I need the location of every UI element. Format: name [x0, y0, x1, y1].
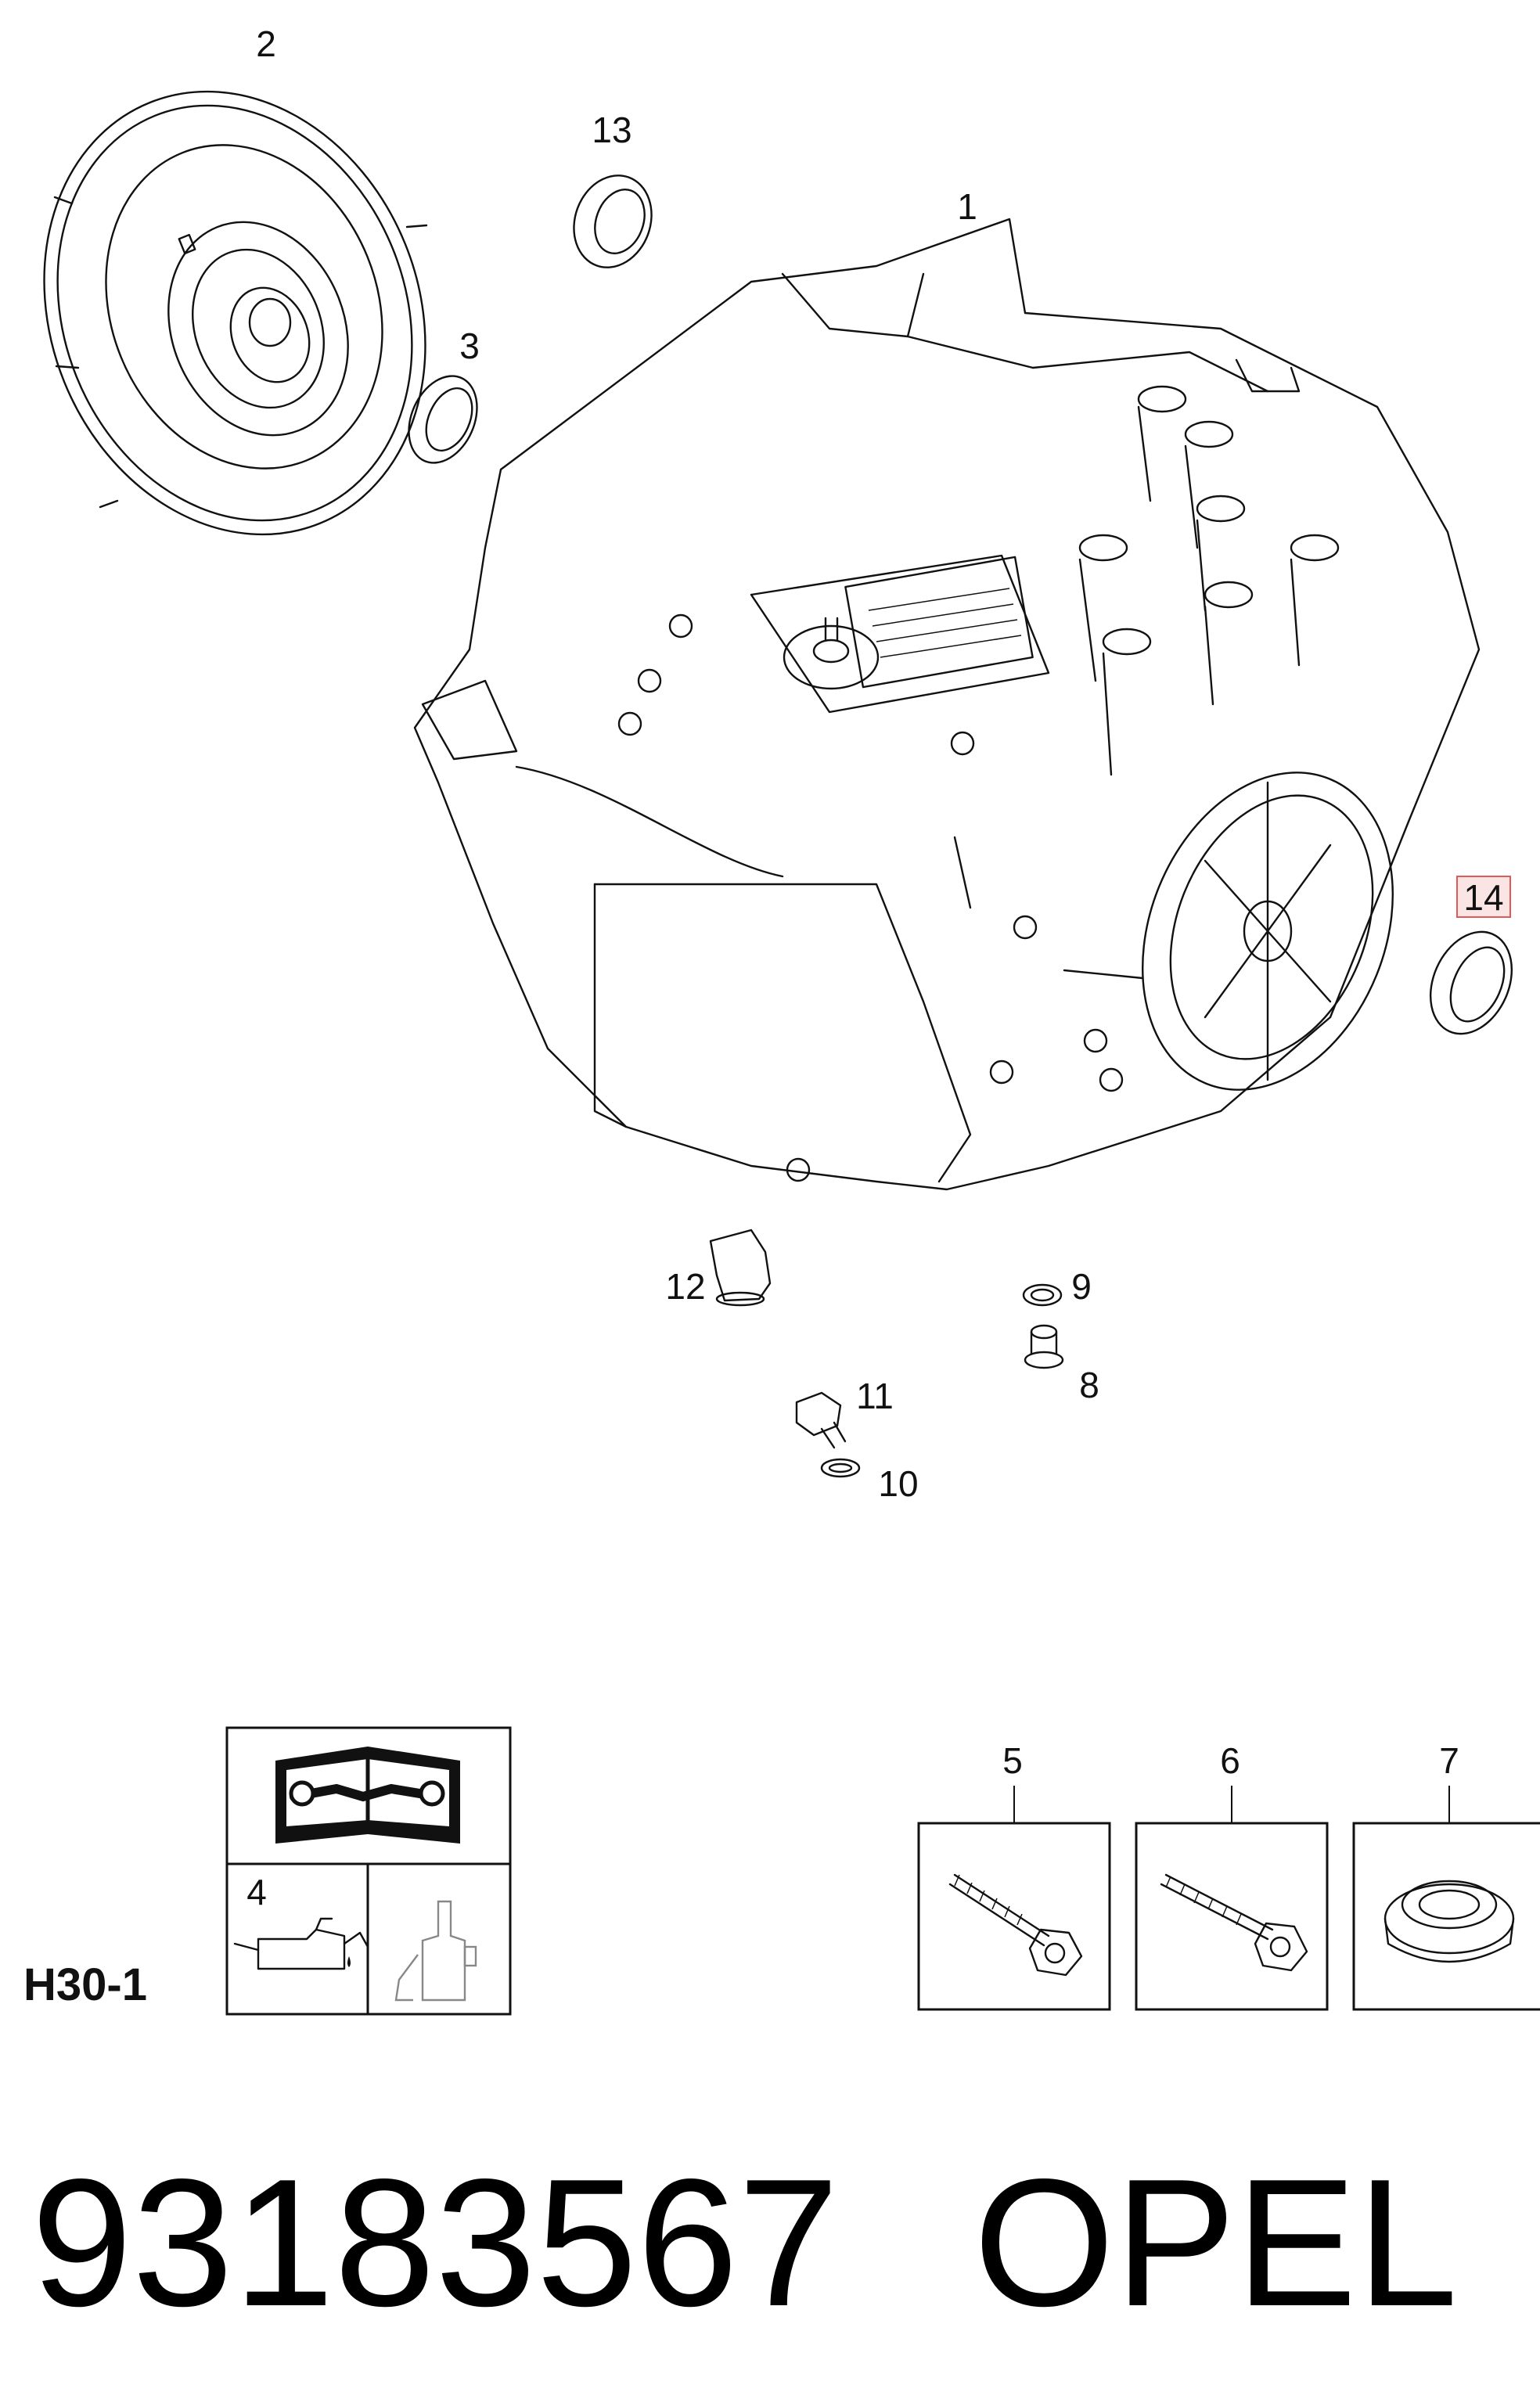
callout-4: 4 [246, 1872, 267, 1912]
part-7-box [1352, 1786, 1540, 2011]
callout-6: 6 [1220, 1740, 1240, 1781]
callout-9: 9 [1071, 1266, 1092, 1307]
callout-1: 1 [957, 186, 977, 227]
part-number: 93183567 [31, 2142, 839, 2344]
part-12-plug [709, 1229, 772, 1307]
callout-5: 5 [1002, 1740, 1023, 1781]
oil-can-icon [233, 1917, 369, 1970]
callout-12: 12 [665, 1266, 705, 1307]
part-10-washer [820, 1458, 861, 1478]
seal-13 [573, 174, 653, 268]
callout-2: 2 [256, 23, 276, 64]
callout-3: 3 [459, 326, 480, 366]
part-5-box [917, 1786, 1111, 2011]
callout-8: 8 [1079, 1365, 1099, 1405]
service-manual-wrench-icon [275, 1747, 460, 1844]
callout-14-highlight [1456, 876, 1511, 918]
torque-converter [43, 90, 428, 536]
callout-13: 13 [592, 110, 631, 150]
part-9-washer [1022, 1283, 1063, 1307]
callout-10: 10 [878, 1463, 918, 1504]
sealant-bottle-icon [394, 1900, 477, 2002]
part-8-plug [1024, 1324, 1064, 1369]
part-11-bolt [795, 1391, 847, 1449]
callout-11: 11 [856, 1376, 894, 1416]
diagram-code: H30-1 [23, 1959, 147, 2010]
transmission-assembly [413, 218, 1481, 1191]
brand-name: OPEL [973, 2142, 1458, 2344]
seal-3 [408, 375, 478, 464]
callout-7: 7 [1439, 1740, 1459, 1781]
seal-14 [1429, 930, 1513, 1035]
callout-14: 14 [1463, 877, 1503, 918]
part-6-box [1135, 1786, 1329, 2011]
